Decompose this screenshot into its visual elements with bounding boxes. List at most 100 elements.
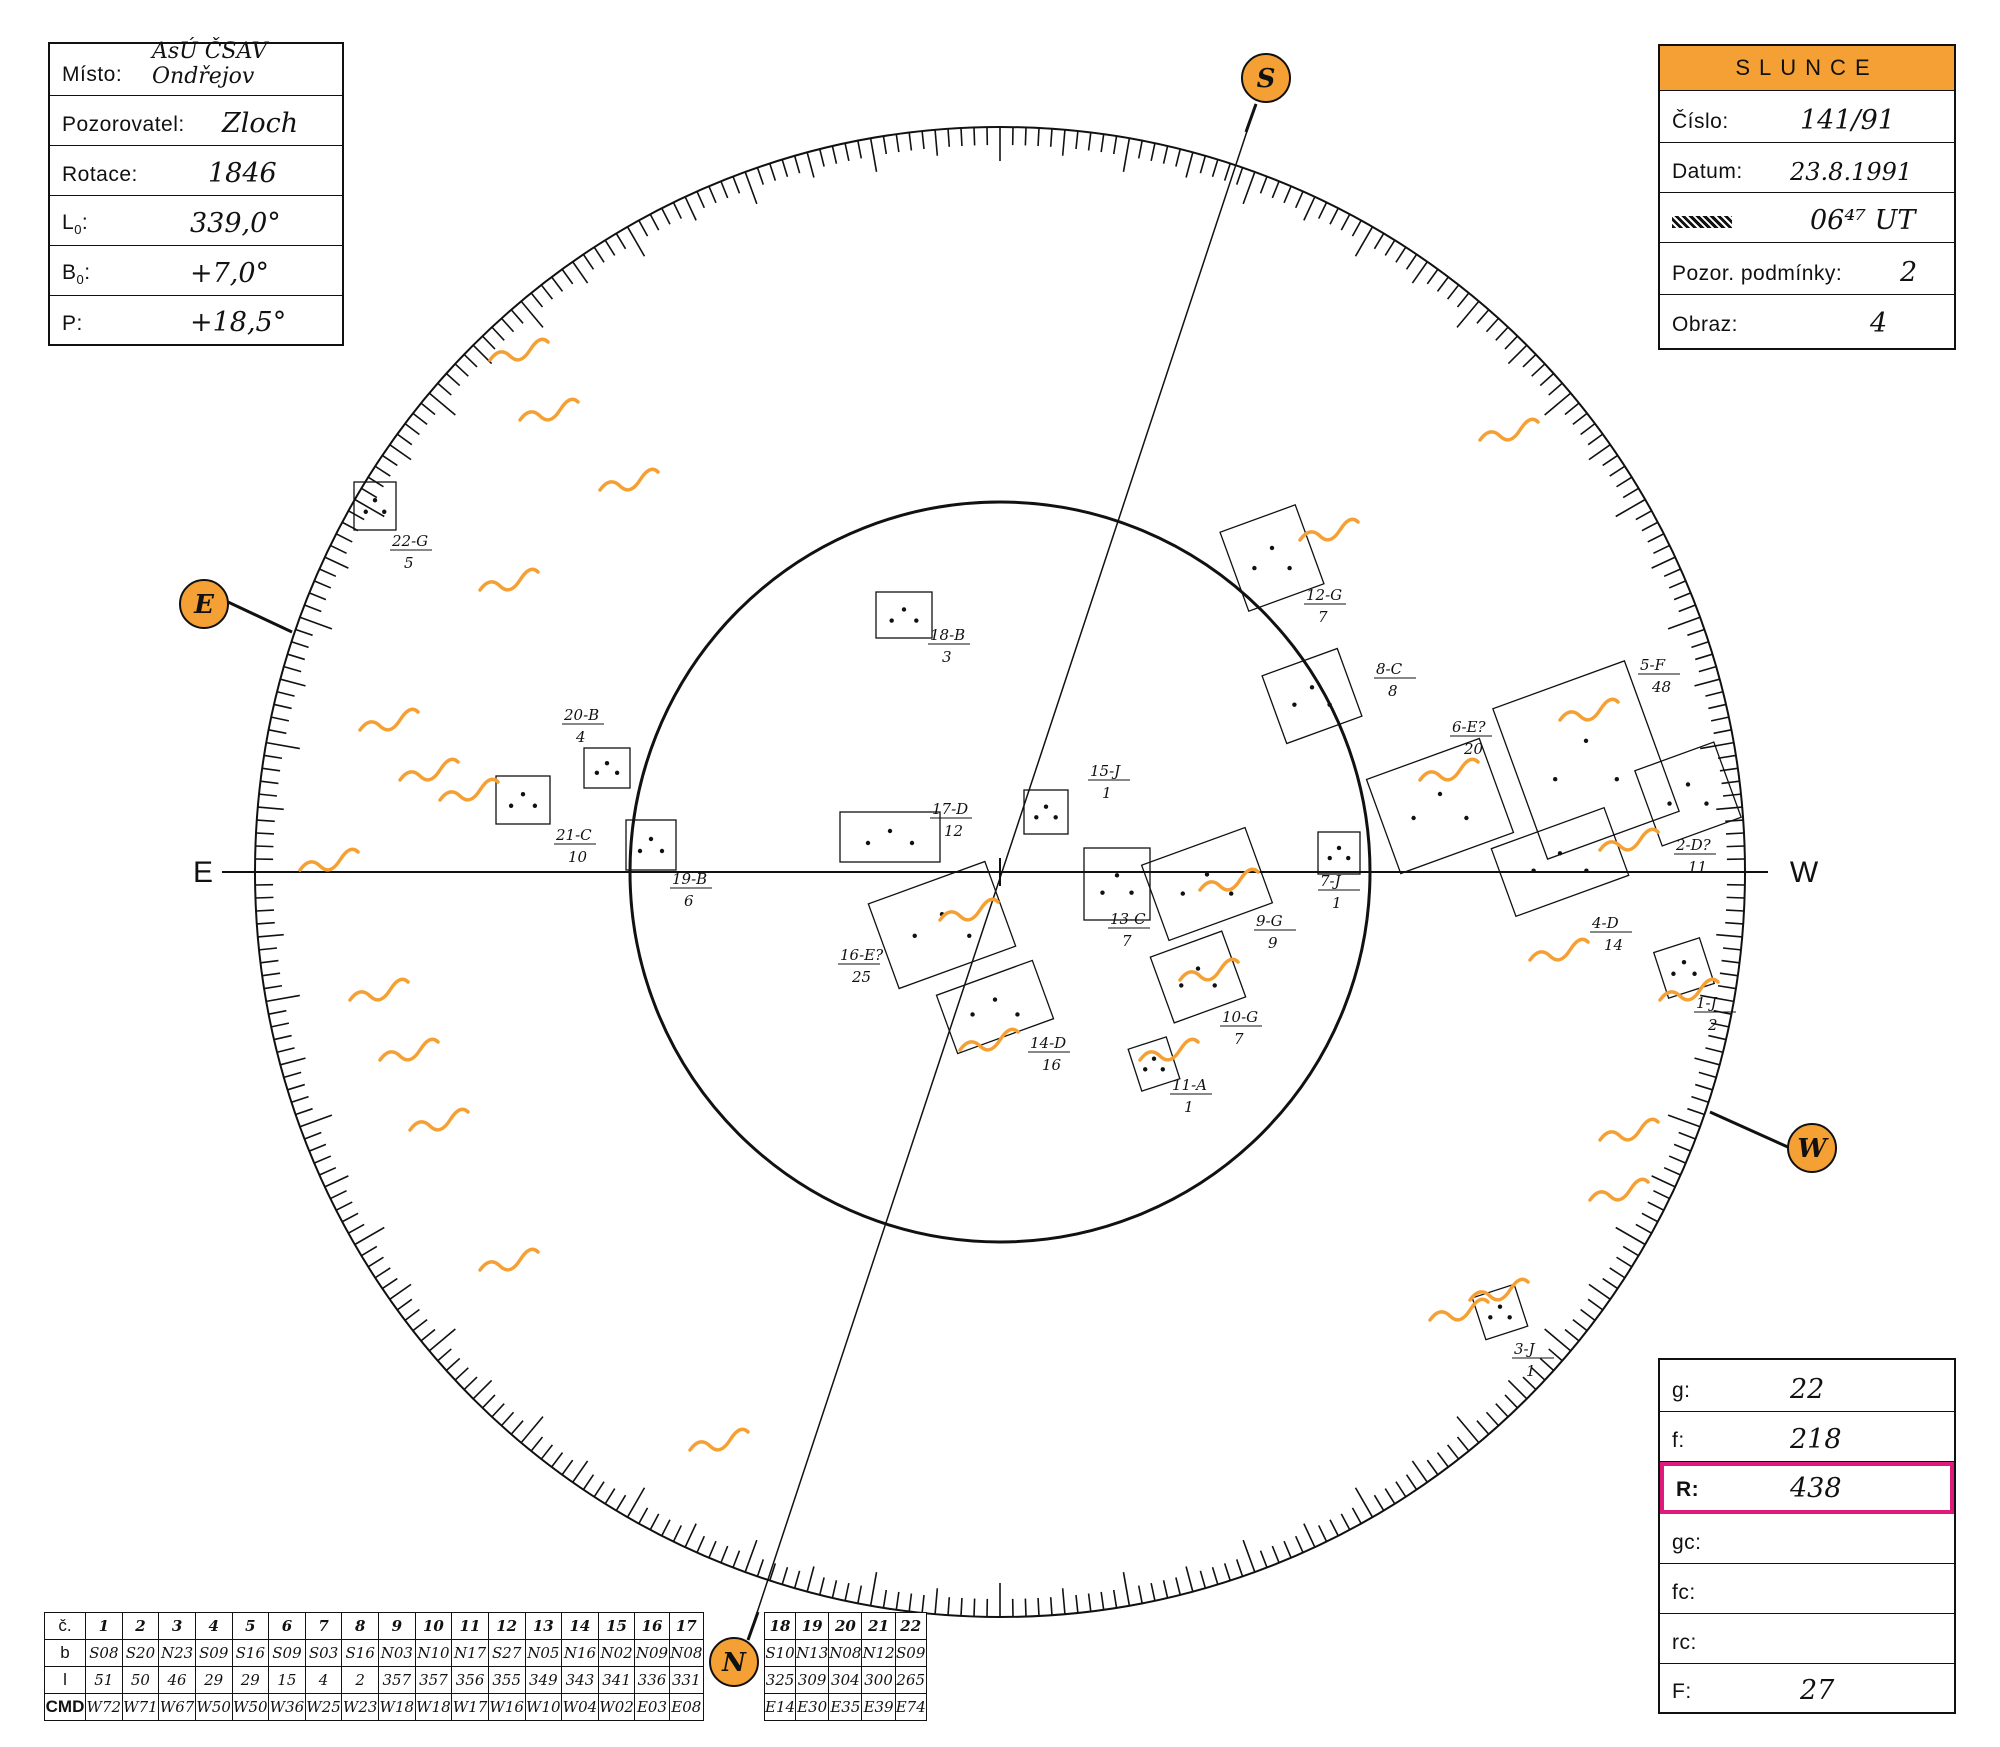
table-cell: E74 xyxy=(894,1693,927,1721)
F-row: F: 27 xyxy=(1672,1675,1835,1706)
spot-group-box xyxy=(1023,789,1069,835)
sunspot xyxy=(1464,815,1469,821)
sunspot xyxy=(1507,1315,1512,1320)
sunspot xyxy=(1053,815,1058,820)
table-cell: 10 xyxy=(414,1612,453,1640)
table-cell: 15 xyxy=(268,1666,306,1694)
table-cell: 51 xyxy=(85,1666,123,1694)
north-bubble xyxy=(709,1637,759,1687)
p-row: P: +18,5° xyxy=(62,307,287,338)
table-cell: W10 xyxy=(524,1693,563,1721)
spot-group: 3-J1 xyxy=(1471,1283,1554,1380)
table-cell: N02 xyxy=(597,1639,636,1667)
spot-group-label: 16-E? xyxy=(840,946,884,964)
sunspot xyxy=(1692,971,1697,976)
spot-group-box xyxy=(935,959,1055,1055)
spot-group: 7-J1 xyxy=(1317,831,1361,912)
table-cell: N08 xyxy=(828,1639,863,1667)
table-cell: 3 xyxy=(158,1612,196,1640)
sunspot xyxy=(1327,702,1332,707)
table-cell: S09 xyxy=(194,1639,233,1667)
table-cell: 5 xyxy=(231,1612,270,1640)
table-cell: 357 xyxy=(378,1666,416,1694)
b0-row: B0: +7,0° xyxy=(50,246,342,296)
spot-group-label: 19-B xyxy=(672,870,707,888)
number-value: 141/91 xyxy=(1800,105,1895,136)
table-cell: 4 xyxy=(194,1612,233,1640)
spot-group-count: 7 xyxy=(1318,608,1328,626)
spot-group-count: 11 xyxy=(1688,858,1707,876)
sunspot xyxy=(1143,1067,1148,1072)
spot-group: 19-B6 xyxy=(625,819,712,910)
spot-group-count: 16 xyxy=(1042,1056,1062,1074)
sunspot xyxy=(1614,777,1620,782)
east-leader xyxy=(227,600,293,634)
facula-mark xyxy=(1178,957,1240,982)
table-cell: W36 xyxy=(268,1693,306,1721)
sunspot xyxy=(1336,845,1342,851)
spot-group-label: 15-J xyxy=(1090,762,1121,780)
east-bubble xyxy=(179,579,229,629)
table-cell: 357 xyxy=(414,1666,453,1694)
facula-mark xyxy=(1138,1037,1200,1062)
table-cell: 19 xyxy=(795,1612,830,1640)
sunspot xyxy=(1488,1315,1493,1320)
facula-mark xyxy=(938,897,1000,922)
place-value: AsÚ ČSAV Ondřejov xyxy=(152,39,268,89)
sunspot xyxy=(967,933,972,938)
spot-group: 10-G7 xyxy=(1149,930,1262,1048)
sunspot xyxy=(594,770,600,775)
spot-group-box xyxy=(875,591,933,639)
table-cell: 46 xyxy=(158,1666,196,1694)
table-cell: 265 xyxy=(894,1666,927,1694)
l0-row: L0: 339,0° xyxy=(50,196,342,246)
spot-group-box xyxy=(1492,660,1680,860)
spot-group-count: 7 xyxy=(1122,932,1132,950)
date-value: 23.8.1991 xyxy=(1790,158,1913,186)
table-cell: N13 xyxy=(795,1639,830,1667)
spot-group-count: 1 xyxy=(1102,784,1112,802)
table-cell: 300 xyxy=(861,1666,896,1694)
panel-title: SLUNCE xyxy=(1660,46,1954,91)
row-label: b xyxy=(44,1639,86,1667)
gc-row: gc: xyxy=(1660,1514,1954,1564)
table-cell: 13 xyxy=(524,1612,563,1640)
table-cell: 29 xyxy=(194,1666,233,1694)
spot-group-label: 5-F xyxy=(1640,656,1666,674)
sunspot xyxy=(1531,868,1536,873)
sunspot xyxy=(1015,1012,1020,1017)
sunspot xyxy=(1346,855,1351,861)
west-label: W xyxy=(1797,1134,1829,1164)
facula-mark xyxy=(1588,1177,1650,1202)
sunspot xyxy=(914,618,919,623)
spot-group: 13-C7 xyxy=(1083,847,1151,950)
table-cell: 16 xyxy=(634,1612,670,1640)
facula-mark xyxy=(1198,867,1260,892)
facula-mark xyxy=(1298,517,1360,542)
sunspot xyxy=(1034,815,1039,820)
table-cell: S16 xyxy=(231,1639,270,1667)
table-cell: N10 xyxy=(414,1639,453,1667)
spot-groups: 1-J22-D?113-J14-D145-F486-E?207-J18-C89-… xyxy=(353,481,1742,1380)
spot-group: 11-A1 xyxy=(1127,1036,1212,1116)
sunspot xyxy=(901,607,907,612)
facula-mark xyxy=(378,1037,440,1062)
table-cell: S20 xyxy=(121,1639,160,1667)
sunspot xyxy=(992,997,998,1002)
table-cell: 22 xyxy=(894,1612,927,1640)
table-cell: 18 xyxy=(763,1612,797,1640)
table-cell: N16 xyxy=(561,1639,599,1667)
spot-group: 8-C8 xyxy=(1261,647,1416,745)
table-cell: W25 xyxy=(304,1693,343,1721)
spot-group: 22-G5 xyxy=(353,481,432,572)
table-cell: N03 xyxy=(378,1639,416,1667)
spot-group-box xyxy=(1261,647,1363,745)
sunspot xyxy=(1704,801,1709,806)
facula-mark xyxy=(398,757,460,782)
f-row: f: 218 xyxy=(1660,1412,1954,1462)
facula-mark xyxy=(408,1107,470,1132)
table-cell: E08 xyxy=(668,1693,705,1721)
